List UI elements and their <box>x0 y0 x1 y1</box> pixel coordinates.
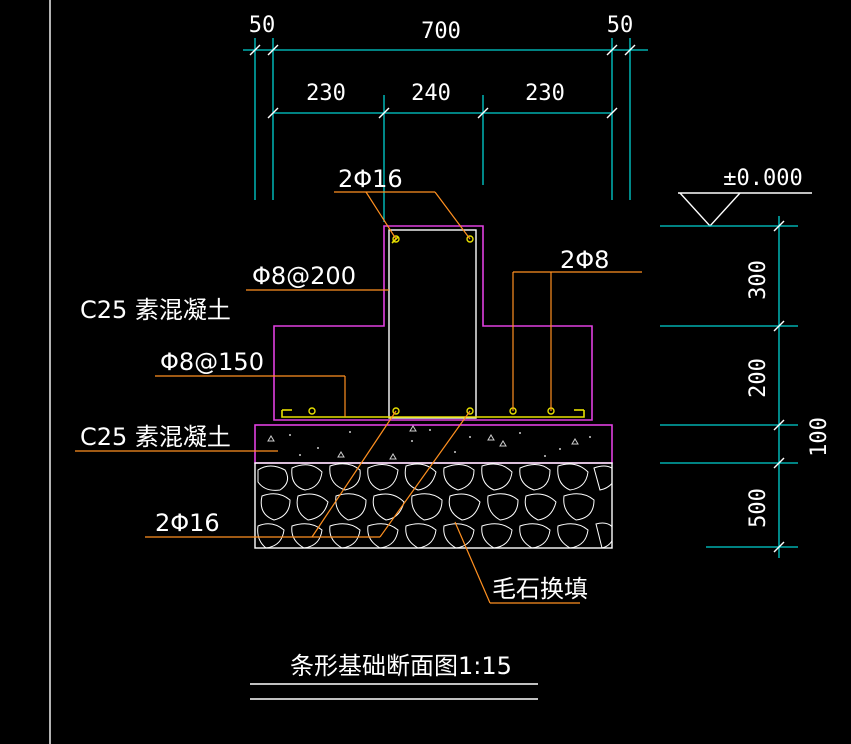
label-rubble-fill: 毛石换填 <box>492 575 588 603</box>
label-concrete-upper: C25 素混凝土 <box>80 296 231 324</box>
level-marker <box>678 192 812 228</box>
dim-right-500: 500 <box>746 488 771 528</box>
label-rebar-bottom-2phi16: 2Φ16 <box>155 509 220 537</box>
right-dimension-lines <box>660 216 798 558</box>
concrete-bed <box>254 424 613 464</box>
dim-inner-left-230: 230 <box>306 81 346 106</box>
label-stirrup-phi8-200: Φ8@200 <box>252 262 356 290</box>
foundation-outline <box>273 225 593 421</box>
leader-lines <box>75 191 642 604</box>
label-concrete-lower: C25 素混凝土 <box>80 423 231 451</box>
label-rebar-top-2phi16: 2Φ16 <box>338 165 403 193</box>
label-rebar-side-2phi8: 2Φ8 <box>560 246 609 274</box>
dim-right-100: 100 <box>807 417 832 457</box>
rebar-group <box>281 235 585 418</box>
drawing-title: 条形基础断面图1:15 <box>290 652 512 680</box>
level-label: ±0.000 <box>723 166 802 191</box>
top-dimension-lines <box>243 38 648 222</box>
dim-top-700: 700 <box>421 19 461 44</box>
dim-right-200: 200 <box>746 358 771 398</box>
rubble-fill <box>254 462 613 549</box>
dim-top-right-50: 50 <box>607 13 634 38</box>
dim-right-300: 300 <box>746 260 771 300</box>
dim-inner-240: 240 <box>411 81 451 106</box>
dim-inner-right-230: 230 <box>525 81 565 106</box>
label-stirrup-phi8-150: Φ8@150 <box>160 348 264 376</box>
dim-top-left-50: 50 <box>249 13 276 38</box>
